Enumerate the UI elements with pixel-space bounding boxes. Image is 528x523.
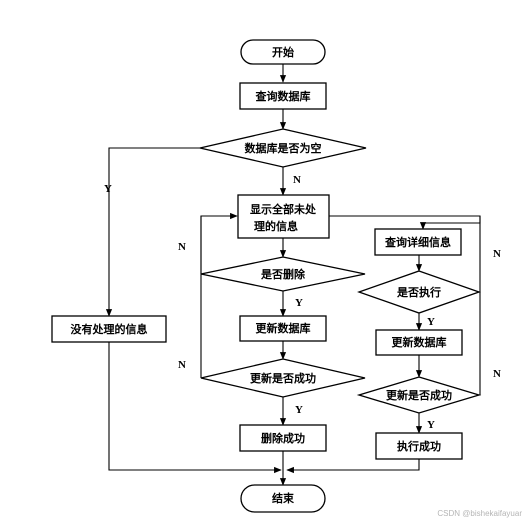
is-execute-yes-label: Y [427,316,435,328]
update-db-left-box: 更新数据库 [239,315,327,342]
edge-isexec-no [479,216,481,293]
start-label: 开始 [272,45,294,59]
update-right-yes-label: Y [427,419,435,431]
edge-noinfo-end [108,342,282,474]
query-db-label: 查询数据库 [256,89,311,103]
show-all-box: 显示全部未处 理的信息 [237,194,330,239]
query-detail-label: 查询详细信息 [385,235,451,249]
no-info-label: 没有处理的信息 [71,322,148,336]
is-delete-no-label: N [178,241,186,253]
watermark: CSDN @bishekaifayuar [437,509,522,518]
is-execute-decision: 是否执行 [357,270,481,314]
edge-updateok-left-no [200,212,238,378]
db-empty-label: 数据库是否为空 [245,141,322,155]
update-ok-left-label: 更新是否成功 [250,371,316,385]
db-empty-no-label: N [293,174,301,186]
edge-updateok-right-no [479,292,481,396]
start-node: 开始 [240,39,326,65]
query-detail-box: 查询详细信息 [374,228,462,256]
no-info-box: 没有处理的信息 [51,315,167,343]
connectors [105,64,481,486]
update-left-yes-label: Y [295,404,303,416]
update-db-left-label: 更新数据库 [256,321,311,335]
update-ok-right-decision: 更新是否成功 [356,376,482,414]
execute-ok-label: 执行成功 [397,439,441,453]
is-delete-yes-label: Y [295,297,303,309]
update-ok-right-label: 更新是否成功 [386,388,452,402]
update-db-right-label: 更新数据库 [392,335,447,349]
update-db-right-box: 更新数据库 [375,329,463,356]
show-all-label-2: 理的信息 [254,219,298,233]
edge-execok-end [286,459,420,474]
query-db-box: 查询数据库 [239,82,327,110]
is-delete-decision: 是否删除 [200,256,366,292]
delete-ok-box: 删除成功 [239,424,327,452]
update-ok-left-decision: 更新是否成功 [200,358,366,398]
is-delete-label: 是否删除 [260,267,306,281]
delete-ok-label: 删除成功 [261,431,305,445]
update-right-no-label: N [493,368,501,380]
update-left-no-label: N [178,359,186,371]
end-node: 结束 [240,484,326,513]
db-empty-yes-label: Y [104,183,112,195]
db-empty-decision: 数据库是否为空 [199,128,367,168]
edge-empty-yes [105,147,200,317]
execute-ok-box: 执行成功 [375,432,463,460]
is-execute-label: 是否执行 [396,285,441,299]
is-execute-no-label: N [493,248,501,260]
edge-show-to-right [329,215,481,230]
show-all-label-1: 显示全部未处 [250,202,317,216]
end-label: 结束 [271,491,295,505]
